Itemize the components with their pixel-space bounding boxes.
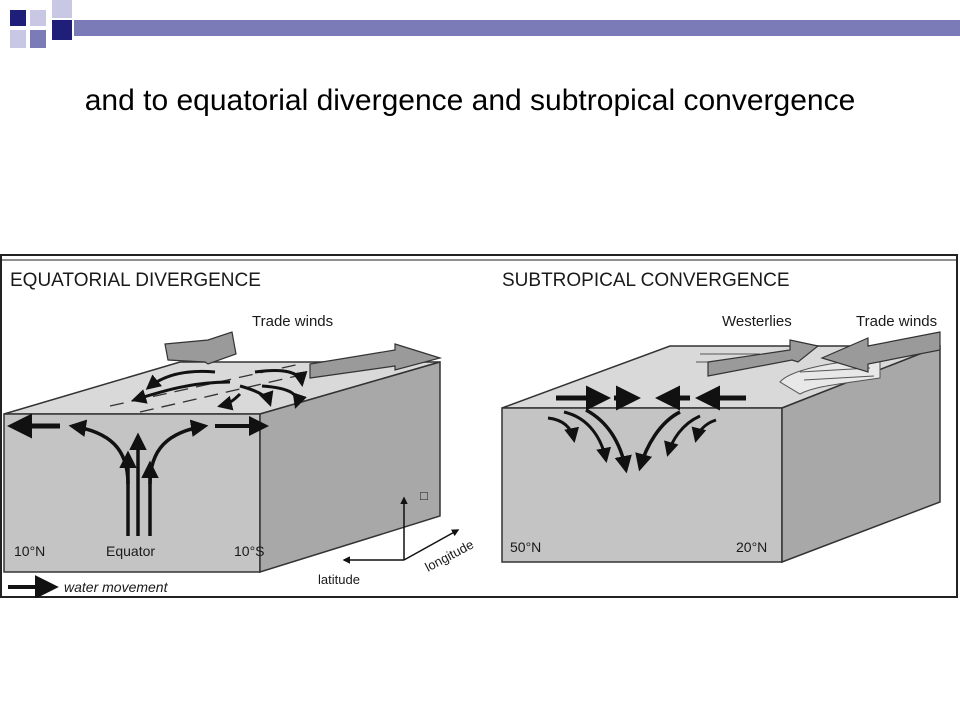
equator-dash-line-2 — [139, 365, 341, 413]
left-wind-label: Trade winds — [252, 313, 333, 330]
westerlies-label: Westerlies — [722, 313, 792, 330]
surface-flow-arrow-4 — [254, 369, 308, 387]
figure-svg: EQUATORIAL DIVERGENCE Trade winds 10°N E… — [0, 254, 958, 598]
surface-flow-arrow-1 — [145, 369, 216, 390]
legend: water movement — [8, 575, 169, 598]
right-block-side — [781, 344, 941, 564]
surface-flow-arrow-5 — [261, 384, 307, 409]
corner-square-navy-2 — [52, 20, 72, 40]
downwelling-curve-2 — [563, 410, 611, 463]
left-panel-title: EQUATORIAL DIVERGENCE — [10, 270, 261, 291]
axis-longitude-arrow — [403, 529, 460, 561]
trade-wind-arrow-north — [164, 331, 237, 365]
right-panel-title: SUBTROPICAL CONVERGENCE — [502, 270, 790, 291]
trade-wind-arrow-south — [309, 343, 443, 379]
subtropical-convergence-panel: SUBTROPICAL CONVERGENCE Westerlies Trade… — [501, 270, 941, 564]
corner-square-light-1 — [30, 10, 46, 26]
downwelling-curve-6 — [691, 418, 717, 443]
axis-latitude-label: latitude — [318, 572, 360, 587]
surface-hatch-4 — [803, 375, 875, 381]
downwelling-curve-3 — [585, 408, 632, 474]
left-lat-south: 10°S — [234, 543, 265, 559]
right-lat-north: 50°N — [510, 539, 541, 555]
westerlies-wind-arrow — [707, 339, 820, 377]
equatorial-divergence-panel: EQUATORIAL DIVERGENCE Trade winds 10°N E… — [3, 270, 443, 574]
left-lat-north: 10°N — [14, 543, 45, 559]
corner-square-mid-2 — [30, 30, 46, 48]
header-bar — [74, 20, 960, 36]
downwelling-curve-1 — [547, 416, 579, 443]
trade-wind-arrow-right-panel — [820, 331, 941, 373]
right-lat-south: 20°N — [736, 539, 767, 555]
left-block-side — [259, 361, 441, 574]
legend-label: water movement — [64, 579, 169, 595]
ocean-circulation-figure: EQUATORIAL DIVERGENCE Trade winds 10°N E… — [0, 254, 960, 598]
axis-up-marker: □ — [420, 488, 428, 503]
equator-label: Equator — [106, 543, 155, 559]
corner-square-mid-1 — [10, 30, 26, 48]
downwelling-curve-4 — [635, 410, 681, 472]
right-trade-winds-label: Trade winds — [856, 313, 937, 330]
surface-flow-arrow-2 — [131, 380, 231, 404]
slide-title: and to equatorial divergence and subtrop… — [84, 84, 856, 117]
corner-square-navy-1 — [10, 10, 26, 26]
surface-flow-arrow-6 — [239, 384, 274, 407]
downwelling-curve-5 — [664, 414, 701, 457]
surface-flow-arrow-3 — [217, 392, 242, 411]
corner-square-light-2 — [52, 0, 72, 18]
